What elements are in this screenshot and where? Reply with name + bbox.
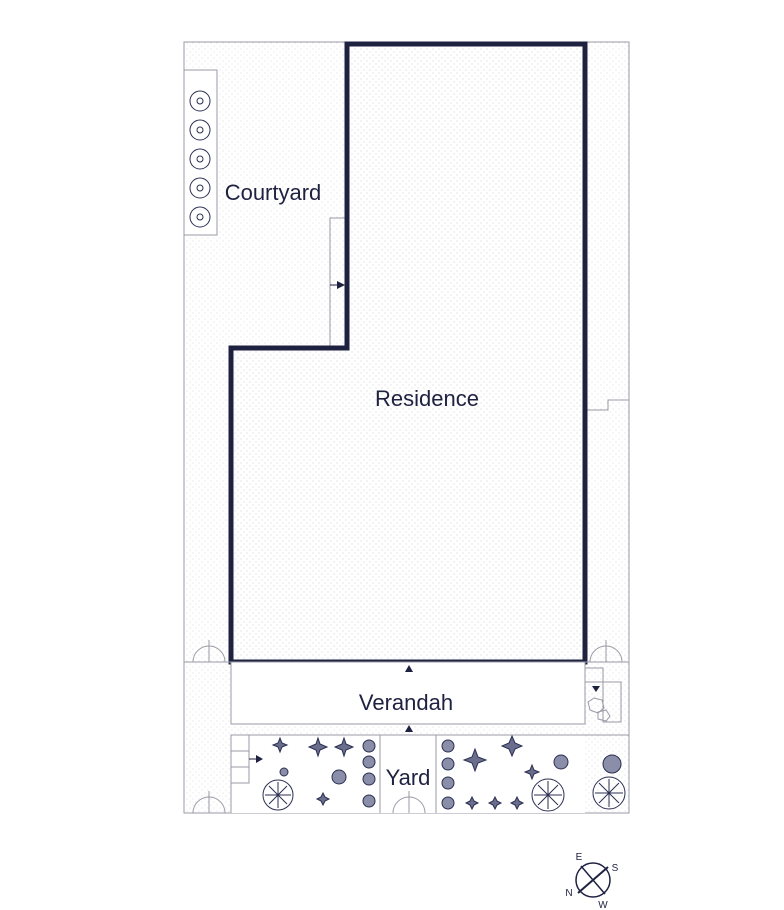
residence-label: Residence	[375, 386, 479, 411]
yard-plants-right	[441, 734, 626, 812]
side-step	[586, 399, 629, 411]
courtyard-entry-arrow	[337, 281, 345, 289]
yard-plants-left	[262, 736, 376, 811]
planter-strip	[183, 69, 218, 236]
compass-w: W	[598, 900, 608, 910]
compass-n: N	[565, 888, 572, 899]
yard-area	[231, 735, 585, 813]
yard-steps	[230, 734, 257, 784]
yard-entry-arrow	[256, 755, 263, 763]
residence-entry-arrow	[405, 665, 413, 672]
right-steps	[584, 667, 622, 723]
compass-s: S	[612, 863, 619, 874]
verandah-area	[230, 661, 586, 725]
yard-label: Yard	[386, 765, 431, 790]
compass-icon: N E S W	[565, 852, 618, 910]
compass-e: E	[576, 852, 583, 863]
planter-shrubs	[189, 90, 211, 228]
courtyard-label: Courtyard	[225, 180, 322, 205]
verandah-label: Verandah	[359, 690, 453, 715]
verandah-entry-arrow	[405, 725, 413, 732]
side-path	[329, 217, 346, 346]
